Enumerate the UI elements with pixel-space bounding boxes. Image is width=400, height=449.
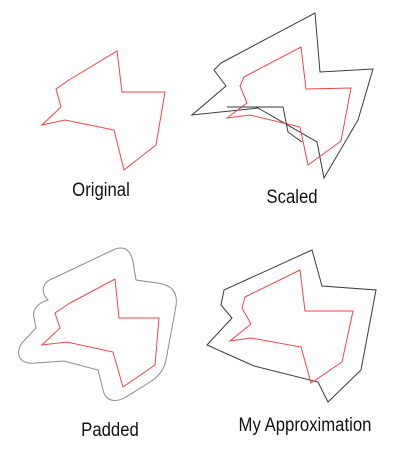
caption-scaled: Scaled	[266, 187, 318, 208]
approximation-inner-shape	[228, 269, 354, 384]
panel-padded	[18, 247, 177, 401]
caption-approximation: My Approximation	[238, 415, 372, 436]
scaled-inner-shape	[225, 46, 352, 166]
scaled-outline	[190, 12, 374, 180]
caption-original: Original	[72, 180, 130, 201]
caption-padded: Padded	[81, 420, 139, 441]
panel-approximation	[206, 249, 377, 403]
approximation-outline	[206, 249, 377, 403]
original-shape	[40, 50, 166, 171]
panel-scaled	[190, 12, 374, 180]
panel-original	[40, 50, 166, 171]
padded-outline	[18, 247, 177, 401]
scaled-overlap-line	[227, 106, 303, 143]
padded-inner-shape	[40, 278, 160, 388]
